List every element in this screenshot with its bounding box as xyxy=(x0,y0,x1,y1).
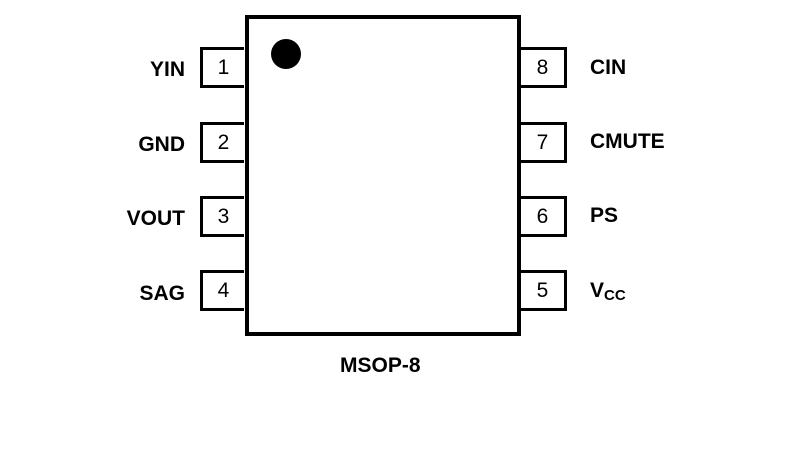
pin-label-main: V xyxy=(590,279,605,302)
pin-4: 4 xyxy=(200,270,244,311)
pin-label-1: YIN xyxy=(149,58,185,81)
package-name: MSOP-8 xyxy=(340,354,421,377)
pin-label-5: VCC xyxy=(590,279,626,304)
pin-label-subscript: CC xyxy=(604,287,626,304)
pin-number: 1 xyxy=(217,55,230,79)
pin-label-2: GND xyxy=(138,133,185,156)
pin-7: 7 xyxy=(521,122,567,163)
ic-package-body xyxy=(245,15,521,336)
pin-8: 8 xyxy=(521,47,567,88)
pin1-marker-dot xyxy=(271,39,301,69)
pin-number: 4 xyxy=(217,278,230,302)
pin-label-7: CMUTE xyxy=(590,130,665,153)
pin-3: 3 xyxy=(200,196,244,237)
pin-number: 3 xyxy=(217,204,230,228)
pin-2: 2 xyxy=(200,122,244,163)
pin-number: 6 xyxy=(536,204,549,228)
pin-number: 5 xyxy=(536,278,549,302)
pin-label-4: SAG xyxy=(139,282,185,305)
pin-number: 2 xyxy=(217,130,230,154)
pin-1: 1 xyxy=(200,47,244,88)
pin-6: 6 xyxy=(521,196,567,237)
pin-5: 5 xyxy=(521,270,567,311)
pin-label-6: PS xyxy=(590,204,619,227)
pin-label-3: VOUT xyxy=(126,207,185,230)
pin-number: 7 xyxy=(536,130,549,154)
pin-number: 8 xyxy=(536,55,549,79)
pin-label-8: CIN xyxy=(590,56,627,79)
